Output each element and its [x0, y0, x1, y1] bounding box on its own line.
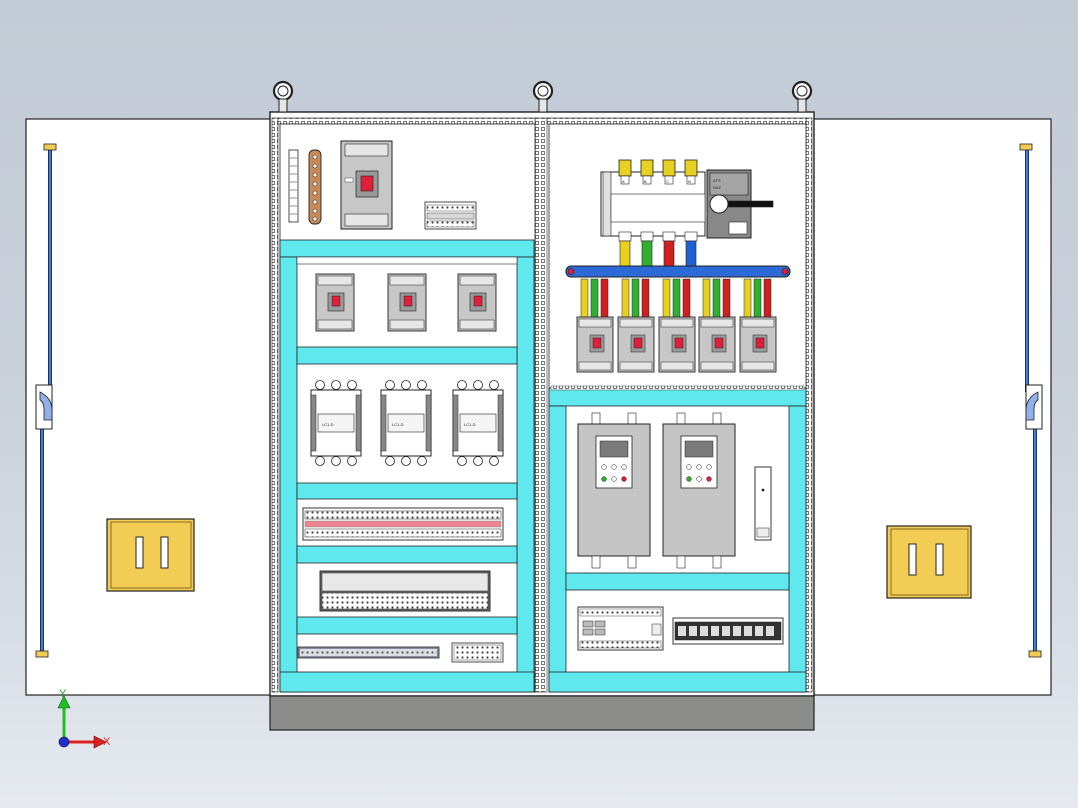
- right-bay: A B C N ATS NXZ: [548, 123, 807, 693]
- phase-label: C: [666, 179, 669, 184]
- contactor: LC1-D: [310, 380, 362, 466]
- switch-label: NXZ: [713, 185, 722, 190]
- feeder-breaker: [739, 278, 777, 373]
- handle-icon[interactable]: [886, 525, 972, 599]
- phase-terminal-c: C: [662, 159, 676, 185]
- phase-label: B: [644, 179, 647, 184]
- feeder-breaker: [658, 278, 696, 373]
- left-door-hinge-rod: [35, 143, 57, 658]
- transfer-switch: A B C N ATS NXZ: [600, 159, 774, 242]
- phase-terminal-a: A: [618, 159, 632, 185]
- vfd-drive: [577, 412, 651, 569]
- contactor: LC1-D: [380, 380, 432, 466]
- terminal-block-row: [302, 507, 504, 541]
- feeder-breaker: [698, 278, 736, 373]
- main-breaker: [340, 140, 393, 230]
- phase-terminal-n: N: [684, 159, 698, 185]
- breaker: [387, 273, 427, 332]
- terminal-strip-bottom: [297, 646, 440, 659]
- lifting-eye-icon: [272, 80, 294, 113]
- y-axis-label: Y: [59, 688, 67, 700]
- feeder-breaker-row: [576, 278, 777, 373]
- lifting-eye-icon: [791, 80, 813, 113]
- gland-plate: [269, 695, 815, 731]
- copper-bus-bar: [308, 149, 322, 225]
- control-terminals: [451, 642, 504, 663]
- contactor: LC1-D: [452, 380, 504, 466]
- relay-module-row: [319, 570, 491, 612]
- contactor-label: LC1-D: [464, 422, 476, 427]
- right-door[interactable]: [809, 118, 1052, 696]
- breaker-row: [315, 273, 497, 332]
- phase-terminal-b: B: [640, 159, 654, 185]
- contactor-label: LC1-D: [392, 422, 404, 427]
- switch-operator: ATS NXZ: [706, 169, 774, 239]
- breaker: [315, 273, 355, 332]
- neutral-bus-bar: [565, 265, 791, 278]
- feeder-breaker: [576, 278, 614, 373]
- plc-unit: [577, 606, 664, 651]
- left-mounting-frame: [279, 239, 535, 693]
- contactor-row: LC1-D LC1-D: [310, 380, 504, 466]
- vfd-drive: [662, 412, 736, 569]
- z-axis-dot: [58, 736, 70, 748]
- breaker: [457, 273, 497, 332]
- phase-label: A: [622, 179, 625, 184]
- fuse-block: [424, 201, 477, 230]
- feeder-breaker: [617, 278, 655, 373]
- x-axis-label: X: [103, 736, 111, 748]
- left-door[interactable]: [25, 118, 275, 696]
- right-door-hinge-rod: [1019, 143, 1043, 658]
- left-bay: LC1-D LC1-D: [279, 123, 536, 693]
- axis-triad: Y X: [57, 688, 111, 749]
- handle-icon[interactable]: [106, 518, 195, 592]
- switch-handle[interactable]: [727, 200, 774, 208]
- right-mounting-frame: [548, 385, 807, 693]
- terminal-strip: [288, 149, 299, 223]
- contactor-label: LC1-D: [322, 422, 334, 427]
- terminal-blocks: [672, 617, 784, 645]
- lifting-eye-icon: [532, 80, 554, 113]
- slim-module: [754, 466, 772, 541]
- phase-label: N: [688, 179, 691, 184]
- switch-label: ATS: [713, 178, 721, 183]
